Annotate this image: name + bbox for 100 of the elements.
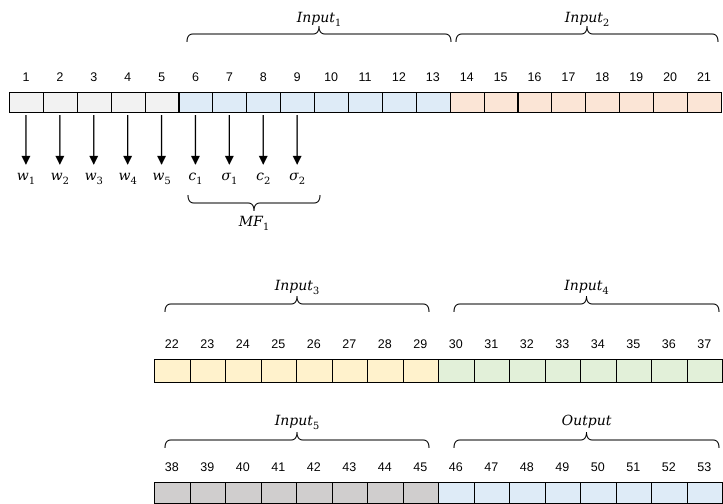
array-cell xyxy=(438,359,474,383)
cell-index: 45 xyxy=(412,460,428,474)
cell-index: 4 xyxy=(123,70,132,84)
group-label: MF$_{1}$ xyxy=(238,213,270,235)
array-cell xyxy=(686,482,723,504)
cell-index: 22 xyxy=(164,337,180,351)
array-cell xyxy=(314,92,349,113)
cell-index: 6 xyxy=(190,70,200,84)
array-cell xyxy=(484,92,518,113)
array-cell xyxy=(653,92,688,113)
group-label: Input$_{3}$ xyxy=(274,277,320,299)
cell-index: 7 xyxy=(224,70,234,84)
array-cell xyxy=(280,92,316,113)
group-label: Input$_{5}$ xyxy=(274,412,320,434)
array-cell xyxy=(616,359,652,383)
cell-index: 30 xyxy=(448,337,464,351)
array-cell xyxy=(144,92,180,113)
cell-index: 9 xyxy=(292,70,302,84)
array-cell xyxy=(474,482,510,504)
parameter-symbol: w$_{4}$ xyxy=(110,166,145,192)
array-cell xyxy=(585,92,620,113)
cell-index: 32 xyxy=(518,337,535,351)
array-cell xyxy=(246,92,282,113)
cell-index: 46 xyxy=(448,460,464,474)
array-cell xyxy=(450,92,485,113)
cell-index: 1 xyxy=(21,70,30,84)
cell-index: 18 xyxy=(594,70,610,84)
cell-index: 42 xyxy=(306,460,322,474)
cell-index: 41 xyxy=(270,460,286,474)
parameter-symbol: σ$_{2}$ xyxy=(280,166,314,192)
cell-index: 2 xyxy=(55,70,64,84)
cell-index: 31 xyxy=(483,337,500,351)
parameter-symbol: c$_{1}$ xyxy=(178,166,212,192)
array-cell xyxy=(509,359,546,383)
parameter-symbol: w$_{3}$ xyxy=(76,166,111,192)
cell-index: 43 xyxy=(341,460,358,474)
array-cell xyxy=(76,92,112,113)
cell-index: 51 xyxy=(625,460,642,474)
array-cell xyxy=(580,359,616,383)
group-label: Input$_{2}$ xyxy=(564,9,610,31)
cell-index: 11 xyxy=(357,70,372,84)
array-cell xyxy=(260,482,297,504)
cell-index: 39 xyxy=(199,460,216,474)
cell-index: 24 xyxy=(234,337,251,351)
cell-index: 34 xyxy=(590,337,606,351)
cell-index: 27 xyxy=(341,337,358,351)
array-cell xyxy=(225,482,262,504)
array-cell xyxy=(580,482,616,504)
arrow xyxy=(292,115,302,165)
arrow xyxy=(21,115,30,165)
array-cell xyxy=(619,92,654,113)
cell-index: 47 xyxy=(483,460,500,474)
array-cell xyxy=(212,92,248,113)
array-cell xyxy=(686,359,723,383)
cell-index: 40 xyxy=(234,460,251,474)
parameter-symbol: w$_{1}$ xyxy=(8,166,43,192)
array-cell xyxy=(551,92,586,113)
arrow xyxy=(55,115,64,165)
cell-index: 44 xyxy=(376,460,393,474)
arrow xyxy=(258,115,268,165)
array-cell xyxy=(154,482,190,504)
cell-index: 26 xyxy=(306,337,322,351)
cell-index: 37 xyxy=(696,337,712,351)
array-cell xyxy=(190,359,226,383)
cell-index: 15 xyxy=(492,70,508,84)
array-cell xyxy=(518,92,552,113)
cell-index: 8 xyxy=(258,70,268,84)
cell-index: 13 xyxy=(424,70,441,84)
cell-index: 14 xyxy=(458,70,475,84)
array-cell xyxy=(544,482,581,504)
cell-index: 36 xyxy=(660,337,677,351)
cell-index: 12 xyxy=(390,70,407,84)
cell-index: 17 xyxy=(560,70,576,84)
array-cell xyxy=(687,92,722,113)
arrow xyxy=(190,115,200,165)
cell-index: 52 xyxy=(660,460,677,474)
array-cell xyxy=(416,92,451,113)
cell-index: 53 xyxy=(696,460,712,474)
cell-index: 50 xyxy=(590,460,606,474)
cell-index: 5 xyxy=(157,70,166,84)
cell-index: 49 xyxy=(554,460,570,474)
array-cell xyxy=(332,482,368,504)
parameter-symbol: w$_{5}$ xyxy=(144,166,179,192)
array-cell xyxy=(332,359,368,383)
array-cell xyxy=(509,482,546,504)
cell-index: 10 xyxy=(323,70,339,84)
parameter-symbol: σ$_{1}$ xyxy=(212,166,246,192)
group-label: Output xyxy=(560,412,612,431)
array-cell xyxy=(382,92,417,113)
array-cell xyxy=(296,482,332,504)
array-cell xyxy=(225,359,262,383)
array-cell xyxy=(296,359,332,383)
cell-index: 35 xyxy=(625,337,642,351)
array-cell xyxy=(348,92,383,113)
group-label: Input$_{4}$ xyxy=(563,277,610,299)
array-cell xyxy=(544,359,581,383)
cell-index: 23 xyxy=(199,337,216,351)
array-cell xyxy=(402,359,439,383)
array-cell xyxy=(438,482,474,504)
cell-index: 25 xyxy=(270,337,286,351)
